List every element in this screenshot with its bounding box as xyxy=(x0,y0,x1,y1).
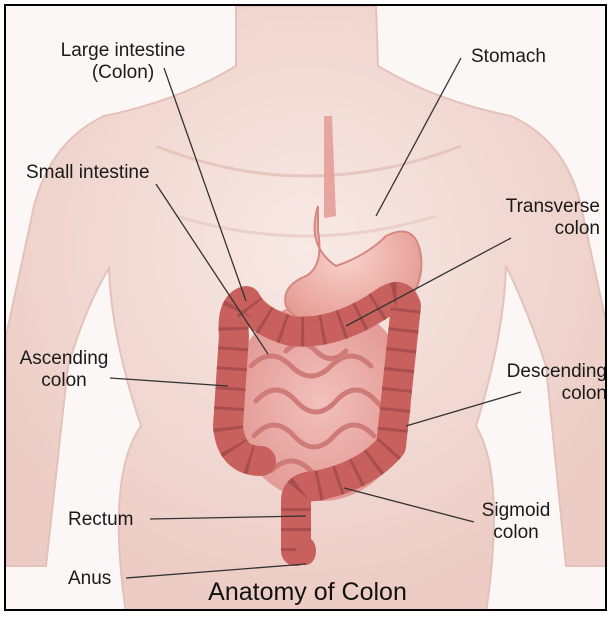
label-large-intestine: Large intestine (Colon) xyxy=(38,40,208,84)
label-stomach: Stomach xyxy=(471,46,546,68)
label-sigmoid-line2: colon xyxy=(466,522,566,544)
label-large-intestine-line2: (Colon) xyxy=(38,62,208,84)
label-rectum: Rectum xyxy=(68,509,133,531)
label-descending-line1: Descending xyxy=(476,361,607,383)
label-small-intestine: Small intestine xyxy=(26,162,150,184)
label-ascending-line2: colon xyxy=(14,370,114,392)
label-large-intestine-line1: Large intestine xyxy=(38,40,208,62)
label-transverse-colon: Transverse colon xyxy=(476,196,600,240)
label-transverse-line2: colon xyxy=(476,218,600,240)
diagram-title: Anatomy of Colon xyxy=(6,578,607,607)
label-transverse-line1: Transverse xyxy=(476,196,600,218)
label-descending-colon: Descending colon xyxy=(476,361,607,405)
label-descending-line2: colon xyxy=(476,383,607,405)
label-ascending-line1: Ascending xyxy=(14,348,114,370)
anus-end xyxy=(296,537,316,565)
label-ascending-colon: Ascending colon xyxy=(14,348,114,392)
label-sigmoid-line1: Sigmoid xyxy=(466,500,566,522)
label-sigmoid-colon: Sigmoid colon xyxy=(466,500,566,544)
anatomy-diagram: Large intestine (Colon) Stomach Small in… xyxy=(4,4,607,611)
